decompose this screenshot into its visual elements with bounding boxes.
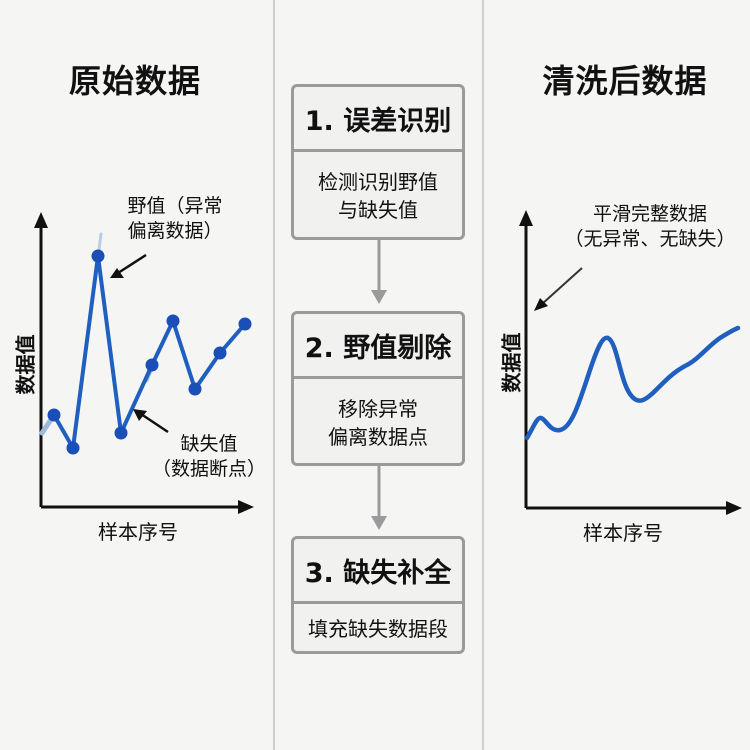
- outlier-arrow-icon: [110, 253, 147, 278]
- missing-annotation: 缺失值 （数据断点）: [150, 432, 268, 482]
- raw-axes: [34, 212, 254, 514]
- clean-x-axis-label: 样本序号: [583, 521, 663, 545]
- raw-x-axis-label: 样本序号: [98, 520, 178, 544]
- panel-divider-right: [482, 0, 484, 750]
- step-2-description: 移除异常 偏离数据点: [294, 379, 462, 466]
- missing-annotation-line1: 缺失值: [180, 433, 238, 455]
- step-error-identification: 1. 误差识别 检测识别野值 与缺失值: [291, 84, 465, 240]
- step-1-desc-line2: 与缺失值: [338, 198, 418, 222]
- raw-data-title: 原始数据: [68, 62, 201, 100]
- step-3-desc-line1: 填充缺失数据段: [308, 617, 448, 641]
- arrow-down-icon: [371, 240, 387, 304]
- clean-data-title: 清洗后数据: [542, 62, 708, 100]
- outlier-annotation-line2: 偏离数据）: [127, 220, 223, 242]
- step-outlier-removal: 2. 野值剔除 移除异常 偏离数据点: [291, 311, 465, 466]
- outlier-annotation: 野值（异常 偏离数据）: [100, 194, 250, 244]
- smooth-annotation-line2: （无异常、无缺失）: [564, 228, 736, 250]
- raw-data-markers: [47, 249, 252, 455]
- outlier-annotation-line1: 野值（异常: [127, 195, 223, 217]
- step-missing-imputation: 3. 缺失补全 填充缺失数据段: [291, 536, 465, 654]
- step-1-title: 1. 误差识别: [294, 87, 462, 152]
- step-2-title: 2. 野值剔除: [294, 314, 462, 379]
- smooth-annotation-line1: 平滑完整数据: [592, 203, 707, 225]
- step-2-desc-line1: 移除异常: [338, 396, 418, 421]
- missing-arrow-icon: [133, 409, 169, 434]
- missing-annotation-line2: （数据断点）: [151, 458, 266, 480]
- step-2-desc-line2: 偏离数据点: [328, 424, 428, 449]
- smooth-data-annotation: 平滑完整数据 （无异常、无缺失）: [555, 202, 745, 252]
- step-3-description: 填充缺失数据段: [294, 604, 462, 654]
- clean-axes: [519, 210, 742, 515]
- panel-divider-left: [273, 0, 275, 750]
- arrow-down-icon: [371, 466, 387, 530]
- smooth-annotation-arrow-icon: [534, 267, 583, 311]
- step-3-title: 3. 缺失补全: [294, 539, 462, 604]
- step-1-description: 检测识别野值 与缺失值: [294, 152, 462, 240]
- clean-data-curve: [524, 325, 741, 441]
- step-1-desc-line1: 检测识别野值: [318, 170, 438, 194]
